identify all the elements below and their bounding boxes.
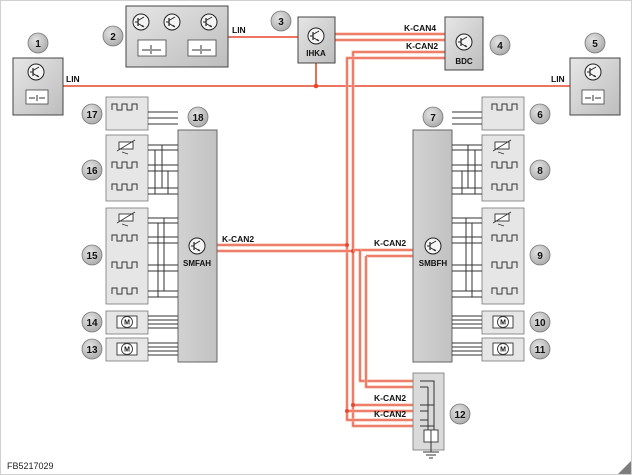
ihka-label: IHKA: [306, 49, 326, 58]
number-badge-11: [529, 338, 551, 360]
number-badge-14: [81, 311, 103, 333]
number-badge-6: [529, 103, 551, 125]
number-18: 18: [192, 113, 204, 124]
number-badge-8: [529, 159, 551, 181]
number-10: 10: [534, 318, 546, 329]
number-badge-15: [81, 244, 103, 266]
number-17: 17: [86, 110, 98, 121]
number-16: 16: [86, 166, 98, 177]
component-9-box: [481, 207, 525, 305]
kcan2-bottom-label-2: K-CAN2: [374, 409, 406, 419]
number-6: 6: [537, 110, 543, 121]
number-2: 2: [110, 32, 116, 43]
number-15: 15: [86, 251, 98, 262]
number-badge-13: [81, 338, 103, 360]
number-badge-2: [102, 25, 124, 47]
number-badge-3: [270, 10, 292, 32]
corner-mark: [618, 461, 631, 474]
number-badge-12: [449, 403, 471, 425]
number-badge-4: [489, 34, 511, 56]
kcan2-smfah-label: K-CAN2: [222, 234, 254, 244]
number-3: 3: [278, 17, 284, 28]
number-badge-5: [584, 32, 606, 54]
number-badge-18: [187, 106, 209, 128]
kcan2-bdc-label: K-CAN2: [406, 41, 438, 51]
number-8: 8: [537, 166, 543, 177]
kcan2-bottom-label-1: K-CAN2: [374, 393, 406, 403]
lin-label-left: LIN: [66, 74, 80, 84]
number-1: 1: [35, 39, 41, 50]
number-badge-1: [27, 32, 49, 54]
number-12: 12: [454, 410, 466, 421]
kcan4-label: K-CAN4: [404, 23, 436, 33]
lin-label-right: LIN: [551, 74, 565, 84]
number-badge-10: [529, 311, 551, 333]
number-13: 13: [86, 345, 98, 356]
number-7: 7: [430, 113, 436, 124]
bdc-label: BDC: [455, 57, 473, 66]
component-17-box: [105, 96, 149, 131]
number-badge-16: [81, 159, 103, 181]
number-badge-9: [529, 244, 551, 266]
number-badge-17: [81, 103, 103, 125]
kcan2-smbfh-label: K-CAN2: [374, 238, 406, 248]
number-9: 9: [537, 251, 543, 262]
number-4: 4: [497, 41, 503, 52]
smbfh-label: SMBFH: [419, 259, 448, 268]
smfah-label: SMFAH: [183, 259, 211, 268]
number-badge-7: [422, 106, 444, 128]
number-11: 11: [535, 345, 546, 356]
figure-code: FB5217029: [7, 461, 54, 471]
component-6-box: [481, 96, 525, 131]
number-5: 5: [592, 39, 598, 50]
lin-label-top: LIN: [232, 25, 246, 35]
lin-junction: [313, 83, 319, 89]
number-14: 14: [86, 318, 98, 329]
